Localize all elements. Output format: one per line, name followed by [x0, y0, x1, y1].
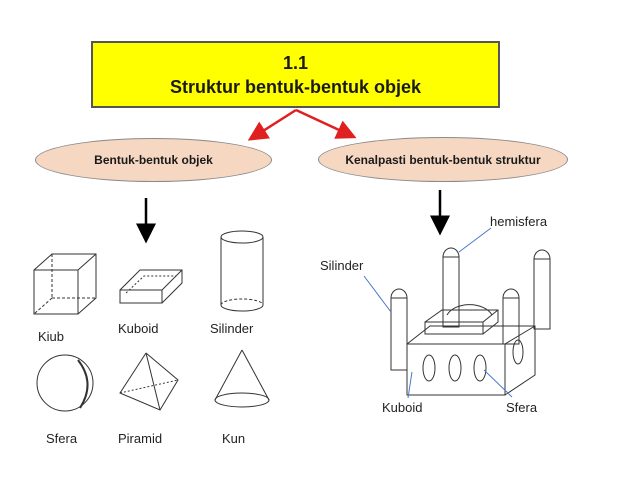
label-kiub: Kiub	[38, 329, 65, 344]
pyramid-shape	[119, 352, 179, 411]
node-kenalpasti-label: Kenalpasti bentuk-bentuk struktur	[345, 152, 541, 167]
label-sfera: Sfera	[46, 431, 78, 446]
label-silinder: Silinder	[210, 321, 254, 336]
sphere-shape	[36, 354, 94, 412]
title-box: 1.1 Struktur bentuk-bentuk objek	[91, 41, 500, 108]
red-arrow-right	[295, 108, 357, 139]
cone-shape	[214, 349, 270, 408]
cube-shape	[33, 253, 97, 315]
leader-kuboid	[407, 371, 413, 399]
leader-silinder	[363, 275, 392, 313]
label-kun: Kun	[222, 431, 246, 446]
label-hemisfera: hemisfera	[490, 214, 548, 229]
mosque-structure	[390, 247, 551, 396]
title-number: 1.1	[282, 52, 309, 73]
label-kuboid: Kuboid	[118, 321, 159, 336]
leader-hemisfera	[458, 227, 492, 253]
node-bentuk-objek: Bentuk-bentuk objek	[35, 138, 272, 182]
leader-sfera	[483, 369, 513, 398]
red-arrow-left	[247, 108, 297, 141]
label-kuboid-structure: Kuboid	[382, 400, 423, 415]
node-kenalpasti-struktur: Kenalpasti bentuk-bentuk struktur	[318, 137, 568, 182]
title-text: Struktur bentuk-bentuk objek	[169, 76, 421, 97]
cuboid-shape	[119, 269, 183, 304]
node-bentuk-objek-label: Bentuk-bentuk objek	[94, 153, 213, 167]
cylinder-shape	[220, 230, 264, 312]
label-silinder-structure: Silinder	[320, 258, 364, 273]
label-sfera-structure: Sfera	[506, 400, 538, 415]
label-piramid: Piramid	[118, 431, 163, 446]
